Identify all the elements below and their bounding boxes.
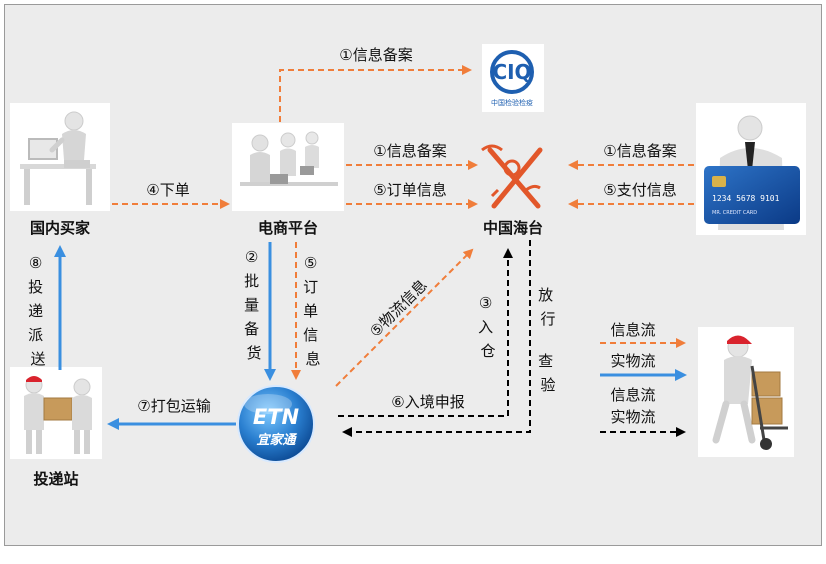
buyer-label: 国内买家: [30, 219, 90, 237]
arrow-logistics-info: [335, 248, 474, 387]
edge-place-order: ④下单: [146, 181, 189, 199]
customs-label: 中国海台: [483, 219, 543, 237]
courier-handtruck-node: [698, 327, 794, 457]
call-center-icon: [240, 131, 338, 186]
station-label: 投递站: [33, 470, 78, 488]
edge-logistics-info: ⑤物流信息: [366, 276, 431, 341]
edge-deliver: ⑧ 投 递 派 送: [28, 254, 48, 368]
edge-into-warehouse: ③ 入 仓: [478, 294, 498, 360]
edge-platform-order: ⑤订单信息: [373, 181, 446, 199]
legend-combined-label-1: 信息流: [610, 386, 655, 404]
edge-inspect: 查 验: [538, 352, 558, 394]
ciq-logo: CIQ 中国检验检疫: [482, 44, 544, 112]
platform-label: 电商平台: [258, 219, 318, 237]
station-node: [10, 367, 102, 459]
card-name: MR. CREDIT CARD: [712, 210, 757, 216]
edge-release: 放 行: [538, 286, 558, 328]
edge-bank-filing: ①信息备案: [603, 142, 676, 160]
credit-card-icon: [704, 166, 800, 224]
edge-order-info-down: ⑤ 订 单 信 息: [303, 254, 323, 368]
legend-combined-label-2: 实物流: [610, 408, 655, 426]
edge-bank-payment: ⑤支付信息: [603, 181, 676, 199]
arrow-entry-declare: [338, 248, 513, 417]
etn-logo-sub: 宜家通: [256, 432, 297, 448]
customs-emblem-icon: [481, 144, 543, 209]
person-with-card-icon: 1234 5678 9101 MR. CREDIT CARD: [704, 115, 800, 230]
svg-text:CIQ: CIQ: [492, 60, 531, 84]
etn-logo-text: ETN: [253, 405, 300, 429]
legend-info-label: 信息流: [610, 321, 655, 339]
courier-handover-icon: [24, 376, 92, 454]
edge-platform-filing: ①信息备案: [373, 142, 446, 160]
diagram-frame: [4, 4, 822, 546]
buyer-at-computer-icon: [20, 111, 96, 205]
card-number: 1234 5678 9101: [712, 194, 780, 203]
courier-handtruck-icon: [712, 335, 788, 450]
edge-ciq-filing: ①信息备案: [339, 46, 412, 64]
etn-logo: ETN 宜家通: [237, 385, 315, 463]
ciq-caption: 中国检验检疫: [491, 98, 533, 107]
edge-pack-ship: ⑦打包运输: [137, 397, 210, 415]
legend-physical-label: 实物流: [610, 352, 655, 370]
edge-bulk-filing: ② 批 量 备 货: [244, 248, 264, 362]
buyer-node: [10, 103, 110, 211]
legend: 信息流 实物流 信息流 实物流: [600, 321, 687, 437]
platform-node: [232, 123, 344, 211]
arrow-release-inspect: [342, 240, 531, 437]
arrow-platform-ciq: [279, 65, 472, 122]
edge-entry-declare: ⑥入境申报: [391, 393, 464, 411]
bank-node: 1234 5678 9101 MR. CREDIT CARD: [696, 103, 806, 235]
